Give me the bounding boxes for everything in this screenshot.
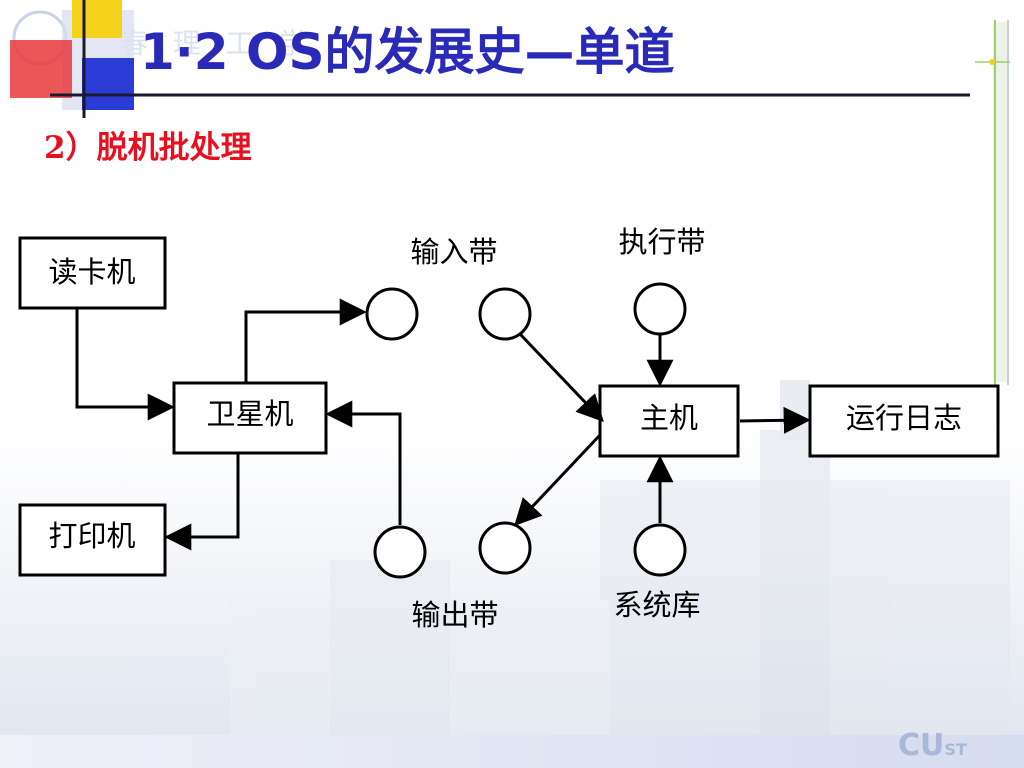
exec-tape-circle — [633, 282, 687, 336]
arrow-card-reader-to-satellite — [75, 308, 175, 421]
corner-decoration — [10, 0, 970, 118]
node-card-reader: 读卡机 — [18, 236, 167, 310]
arrow-output-tape-to-satellite — [325, 400, 402, 525]
node-printer-label: 打印机 — [48, 519, 135, 553]
bottom-band — [0, 735, 1024, 768]
input-tape-label: 输入带 — [410, 235, 497, 269]
node-run-log: 运行日志 — [808, 384, 1000, 458]
arrow-satellite-to-printer — [164, 453, 240, 551]
arrow-host-to-run-log — [739, 406, 811, 434]
node-run-log-label: 运行日志 — [846, 401, 962, 435]
output-tape-label: 输出带 — [411, 598, 498, 632]
node-host: 主机 — [598, 384, 740, 458]
arrow-input-tape-to-host — [518, 332, 604, 422]
input-tape-right-circle — [478, 287, 532, 341]
system-lib-label: 系统库 — [613, 588, 700, 622]
cust-logo-main: CU — [898, 728, 945, 763]
output-tape-right-circle — [478, 521, 532, 575]
node-satellite-label: 卫星机 — [206, 397, 293, 431]
node-printer: 打印机 — [18, 503, 167, 577]
exec-tape-label: 执行带 — [618, 225, 705, 259]
university-watermark: 春 理 工 学 — [120, 27, 315, 60]
node-satellite: 卫星机 — [172, 381, 328, 455]
system-lib-circle — [633, 523, 687, 577]
slide-subtitle: 2）脱机批处理 — [44, 130, 252, 166]
output-tape-left-circle — [373, 525, 427, 579]
node-host-label: 主机 — [640, 401, 698, 435]
slide-title: 1·2 OS的发展史—单道 — [140, 23, 675, 81]
arrow-host-to-output-tape — [514, 433, 602, 526]
cust-logo: CUST — [898, 728, 967, 763]
arrow-satellite-to-input-tape — [244, 298, 367, 383]
input-tape-left-circle — [365, 287, 419, 341]
node-card-reader-label: 读卡机 — [48, 255, 135, 289]
cust-logo-sub: ST — [944, 740, 967, 759]
right-decoration — [975, 20, 1010, 385]
